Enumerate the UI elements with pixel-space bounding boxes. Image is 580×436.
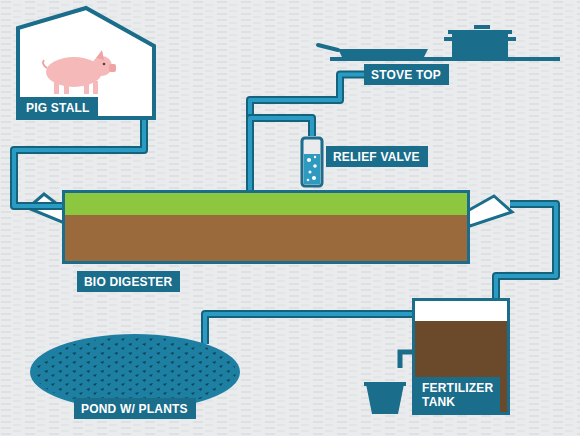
pond: POND W/ PLANTS [28,332,242,424]
relief-valve: RELIEF VALVE [300,136,428,188]
node-label: POND W/ PLANTS [74,398,196,419]
pipe-connector [205,314,412,344]
pig-illustration [43,50,116,94]
pipe-connector [496,204,556,298]
stove-illustration [318,25,560,59]
node-label: FERTILIZER TANK [415,377,500,412]
valve-glass [300,136,326,188]
pipe-connector [250,75,364,191]
fertilizer-tank: FERTILIZER TANK [412,298,510,415]
stove-top: STOVE TOP [364,64,450,85]
pig-stall: PIG STALL [16,6,156,120]
node-label: STOVE TOP [364,64,449,85]
node-label: PIG STALL [19,97,98,118]
bio-digester: BIO DIGESTER [62,190,470,264]
node-label: RELIEF VALVE [326,146,428,167]
node-label: BIO DIGESTER [77,271,180,292]
bucket [364,352,412,414]
